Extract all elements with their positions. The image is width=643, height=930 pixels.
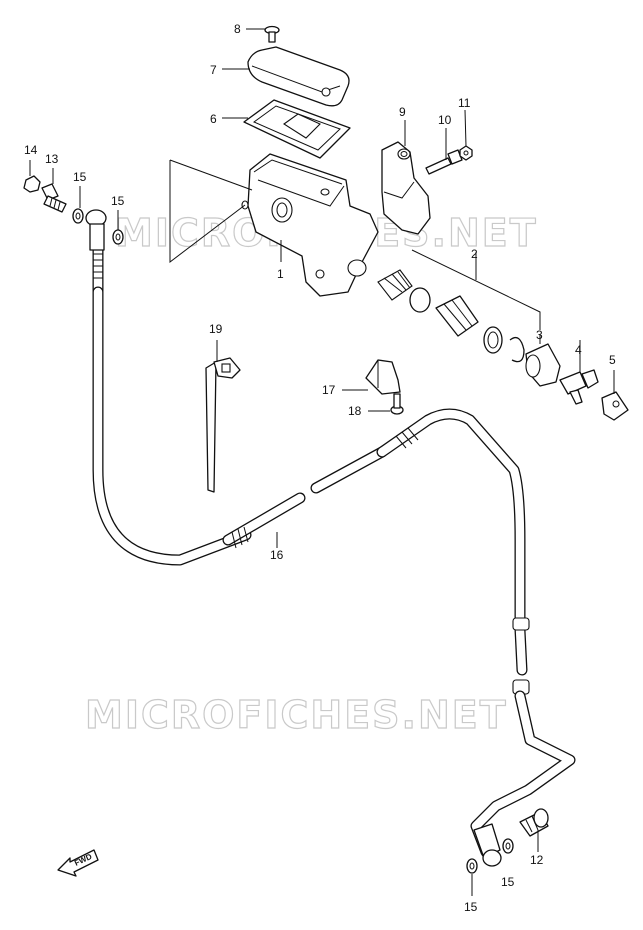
callout-7: 7 (210, 63, 217, 77)
part-10-bolt[interactable] (425, 149, 463, 175)
callout-3: 3 (536, 328, 543, 342)
callout-15-bottom-right: 15 (501, 875, 515, 889)
callout-15-bottom: 15 (464, 900, 478, 914)
callout-6: 6 (210, 112, 217, 126)
part-12-union-bolt[interactable] (519, 808, 549, 852)
callout-4: 4 (575, 343, 582, 357)
callout-16: 16 (270, 548, 284, 562)
callout-13: 13 (45, 152, 59, 166)
circlip[interactable] (509, 336, 525, 363)
part-19-tie-wrap[interactable] (205, 340, 241, 493)
callout-18: 18 (348, 404, 362, 418)
callout-10: 10 (438, 113, 452, 127)
part-18-bolt[interactable] (368, 393, 404, 415)
part-9-clamp[interactable] (381, 141, 431, 235)
part-15-washer-left[interactable] (72, 186, 84, 224)
part-8-screw[interactable] (264, 25, 280, 43)
watermark-bottom: MICROFICHES.NET (85, 693, 508, 737)
callout-11: 11 (458, 96, 471, 110)
callout-19: 19 (209, 322, 223, 336)
part-14-cap[interactable] (23, 160, 41, 193)
callout-5: 5 (609, 353, 616, 367)
banjo-fitting-top[interactable] (85, 209, 107, 251)
callout-labels: 8 7 6 9 10 11 14 13 15 15 2 1 3 19 4 5 1… (24, 22, 616, 914)
callout-14: 14 (24, 143, 38, 157)
part-15-washer-bottom[interactable] (466, 858, 478, 896)
callout-17: 17 (322, 383, 336, 397)
part-16-clutch-hose[interactable] (92, 244, 576, 858)
part-3-boot[interactable] (525, 334, 561, 387)
part-11-nut[interactable] (459, 145, 473, 161)
part-15-washer-bottom-right[interactable] (502, 838, 514, 854)
callout-1: 1 (277, 267, 284, 281)
part-6-diaphragm[interactable] (243, 99, 351, 159)
part-4-push-rod[interactable] (559, 340, 599, 405)
part-2-piston-kit[interactable] (377, 249, 541, 354)
callout-2: 2 (471, 247, 478, 261)
banjo-fitting-bottom[interactable] (473, 823, 502, 867)
part-13-bleed-screw[interactable] (41, 168, 67, 213)
callout-8: 8 (234, 22, 241, 36)
part-5-end-piece[interactable] (601, 370, 629, 421)
leader-lines (222, 28, 467, 548)
part-15-washer-mid[interactable] (112, 210, 124, 245)
part-1-master-cylinder[interactable] (169, 153, 379, 297)
part-7-reservoir-cap[interactable] (247, 46, 350, 107)
part-17-bracket[interactable] (342, 359, 401, 395)
callout-15-mid: 15 (111, 194, 125, 208)
callout-12: 12 (530, 853, 544, 867)
callout-9: 9 (399, 105, 406, 119)
fwd-arrow-icon: FWD (57, 849, 99, 877)
callout-15-left: 15 (73, 170, 87, 184)
